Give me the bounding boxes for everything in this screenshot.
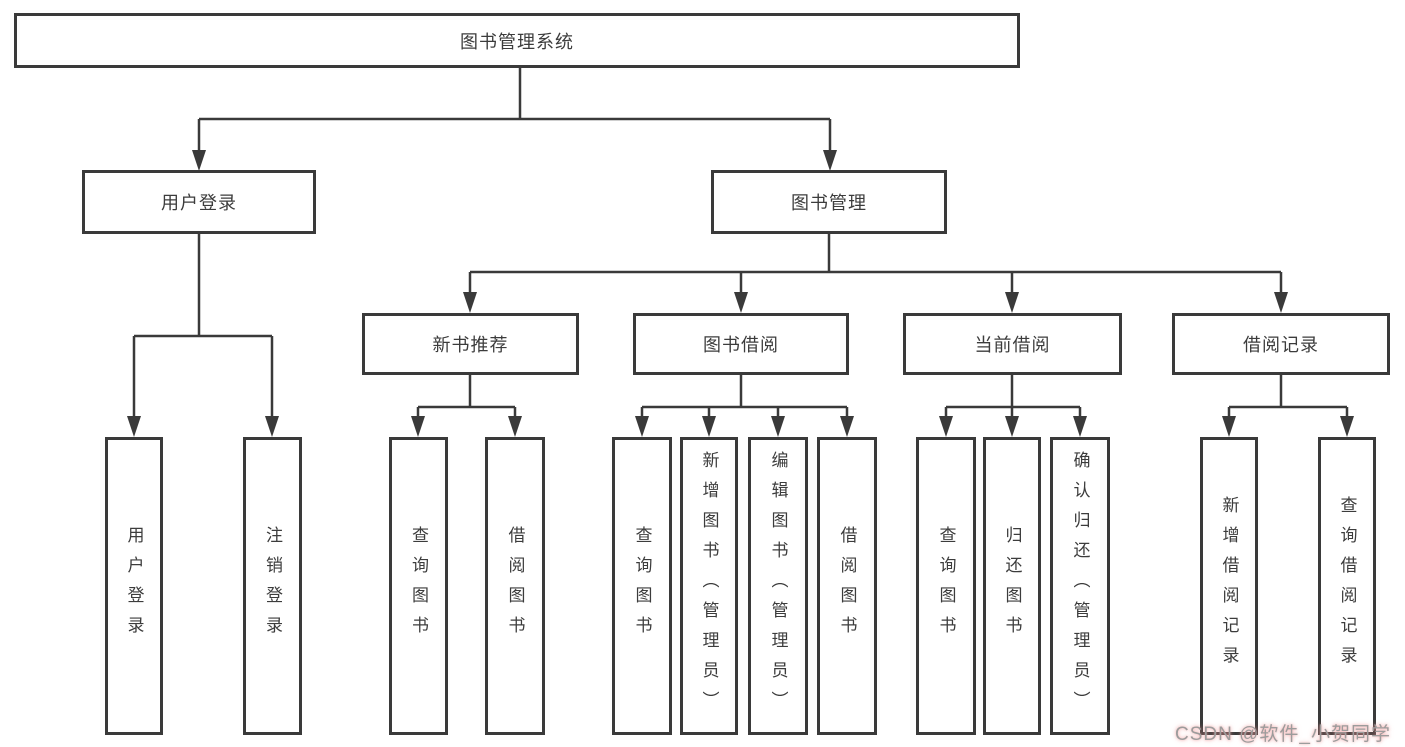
arrowheads	[127, 150, 1354, 437]
leaf-edit-books-admin-label: 编辑图书（管理员）	[768, 451, 788, 721]
leaf-user-login: 用户登录	[105, 437, 163, 735]
leaf-return-books-label: 归还图书	[1002, 526, 1022, 646]
connector-book-mgmt-trunk	[468, 234, 1283, 296]
leaf-user-login-label: 用户登录	[124, 526, 144, 646]
leaf-confirm-return-admin: 确认归还（管理员）	[1050, 437, 1110, 735]
leaf-current-query-books-label: 查询图书	[936, 526, 956, 646]
leaf-logout-label: 注销登录	[263, 526, 282, 646]
leaf-current-query-books: 查询图书	[916, 437, 976, 735]
leaf-borrow-query-books-label: 查询图书	[632, 526, 652, 646]
node-borrow-records-label: 借阅记录	[1243, 335, 1319, 355]
connector-root-trunk	[197, 68, 832, 153]
node-user-login-branch-label: 用户登录	[161, 193, 237, 213]
node-root-system-label: 图书管理系统	[460, 31, 574, 52]
leaf-recommend-borrow-books-label: 借阅图书	[505, 526, 525, 646]
connector-user-login-trunk	[132, 234, 274, 420]
node-user-login-branch: 用户登录	[82, 170, 316, 234]
connector-records-trunk	[1227, 375, 1349, 420]
node-book-borrow-label: 图书借阅	[703, 335, 779, 355]
connector-borrow-trunk	[640, 375, 849, 420]
leaf-logout: 注销登录	[243, 437, 302, 735]
leaf-edit-books-admin: 编辑图书（管理员）	[748, 437, 808, 735]
leaf-add-borrow-record-label: 新增借阅记录	[1219, 496, 1239, 676]
connector-current-trunk	[944, 375, 1082, 420]
leaf-add-books-admin-label: 新增图书（管理员）	[699, 451, 719, 721]
node-new-book-recommend-label: 新书推荐	[432, 335, 509, 355]
node-book-mgmt-branch: 图书管理	[711, 170, 947, 234]
leaf-borrow-borrow-books-label: 借阅图书	[837, 526, 857, 646]
node-borrow-records: 借阅记录	[1172, 313, 1390, 375]
leaf-recommend-query-books-label: 查询图书	[409, 526, 428, 646]
leaf-borrow-borrow-books: 借阅图书	[817, 437, 877, 735]
leaf-return-books: 归还图书	[983, 437, 1041, 735]
leaf-query-borrow-record-label: 查询借阅记录	[1337, 496, 1357, 676]
leaf-recommend-borrow-books: 借阅图书	[485, 437, 545, 735]
leaf-borrow-query-books: 查询图书	[612, 437, 672, 735]
leaf-query-borrow-record: 查询借阅记录	[1318, 437, 1376, 735]
connector-recommend-trunk	[416, 375, 517, 420]
node-current-borrow-label: 当前借阅	[974, 335, 1051, 355]
leaf-recommend-query-books: 查询图书	[389, 437, 448, 735]
node-book-borrow: 图书借阅	[633, 313, 849, 375]
node-new-book-recommend: 新书推荐	[362, 313, 579, 375]
leaf-add-borrow-record: 新增借阅记录	[1200, 437, 1258, 735]
leaf-add-books-admin: 新增图书（管理员）	[680, 437, 738, 735]
node-book-mgmt-branch-label: 图书管理	[791, 193, 867, 213]
csdn-watermark: CSDN @软件_小贺同学	[1175, 724, 1391, 745]
node-root-system: 图书管理系统	[14, 13, 1020, 68]
leaf-confirm-return-admin-label: 确认归还（管理员）	[1070, 451, 1090, 721]
node-current-borrow: 当前借阅	[903, 313, 1122, 375]
